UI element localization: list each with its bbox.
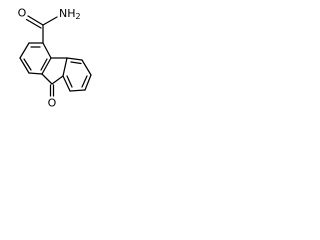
bond-right-ring-5 — [62, 75, 71, 92]
bond-right-ring-3 — [84, 74, 92, 91]
bond-right-ring-inner-3 — [66, 75, 73, 88]
bond-left-ring-2 — [19, 42, 30, 59]
bond-right-ring-2 — [81, 59, 92, 76]
amide-nitrogen-label: NH2 — [59, 7, 81, 21]
bond-right-ring-inner-2 — [81, 75, 88, 88]
right-benzene-ring — [62, 57, 92, 92]
bond-left-ring-5 — [41, 57, 52, 75]
bond-left-ring-inner-2 — [23, 58, 32, 71]
bond-five-ring-2 — [62, 57, 68, 77]
ketone-oxygen-label: O — [48, 97, 57, 110]
bond-amide-c-n — [42, 16, 58, 26]
bond-left-ring-inner-3 — [40, 58, 48, 71]
bond-five-ring-3 — [51, 75, 64, 85]
amide-nitrogen-main: NH — [59, 7, 76, 20]
left-benzene-ring — [19, 42, 52, 75]
five-membered-ring — [41, 57, 68, 85]
amide-group: O NH2 — [18, 7, 81, 44]
bond-left-ring-3 — [19, 57, 30, 74]
bond-right-ring-inner-1 — [70, 61, 82, 65]
amide-nitrogen-subscript: 2 — [76, 12, 81, 21]
chemical-structure-drawing: O NH2 O — [18, 7, 92, 110]
bond-left-ring-4 — [28, 72, 43, 75]
bond-amide-carbonyl-2 — [25, 18, 42, 29]
bond-right-ring-4 — [69, 89, 86, 92]
bond-amide-carbonyl-1 — [27, 15, 44, 26]
carbonyl-oxygen-label: O — [18, 7, 27, 20]
ketone-group: O — [48, 84, 57, 110]
bond-left-ring-6 — [42, 42, 52, 59]
bond-five-ring-4 — [41, 73, 53, 85]
bond-right-ring-1 — [66, 57, 83, 61]
